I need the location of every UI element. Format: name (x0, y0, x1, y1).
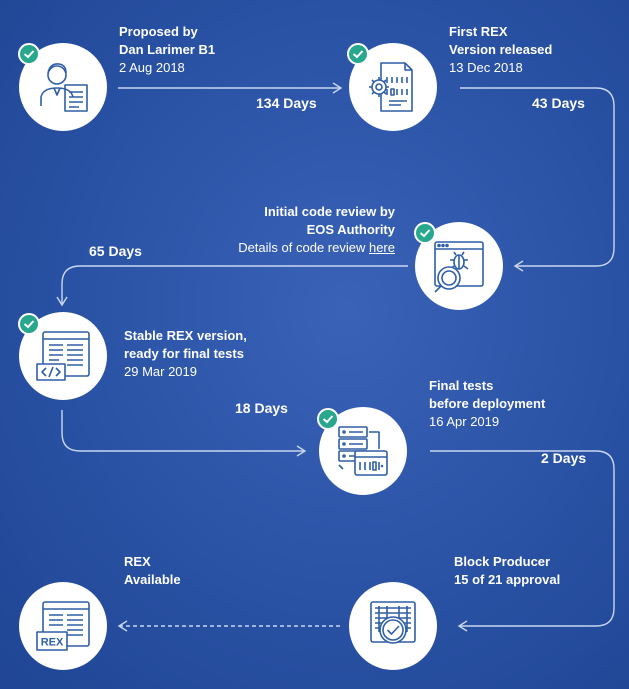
step-7-text: REX Available (124, 553, 181, 589)
step-1-title-2: Dan Larimer B1 (119, 42, 216, 57)
code-window-icon (36, 331, 90, 381)
step-1-text: Proposed by Dan Larimer B1 2 Aug 2018 (119, 23, 215, 77)
step-7-node: REX (19, 582, 107, 670)
user-document-icon (40, 63, 88, 112)
check-icon (414, 222, 436, 244)
step-7-title-1: REX (124, 554, 151, 569)
step-1-title-1: Proposed by (119, 24, 198, 39)
rex-badge: REX (41, 637, 64, 649)
step-6-title-1: Block Producer (454, 554, 551, 569)
step-2-date: 13 Dec 2018 (449, 60, 523, 75)
arrowhead (117, 620, 128, 632)
connector-4-5 (61, 410, 304, 452)
code-review-link[interactable]: here (368, 240, 395, 255)
check-icon (18, 43, 40, 65)
duration-5-6: 2 Days (541, 450, 587, 466)
step-4-title-2: ready for final tests (124, 346, 244, 361)
step-4-date: 29 Mar 2019 (124, 364, 197, 379)
arrowhead (56, 296, 68, 307)
connector-2-3 (460, 87, 615, 267)
step-1-date: 2 Aug 2018 (119, 60, 185, 75)
step-5-title-1: Final tests (429, 378, 494, 393)
step-2-title-1: First REX (449, 24, 508, 39)
step-2-text: First REX Version released 13 Dec 2018 (449, 23, 552, 77)
arrowhead (457, 620, 468, 632)
step-4-title-1: Stable REX version, (124, 328, 247, 343)
rex-window-icon: REX (36, 601, 90, 651)
step-5-title-2: before deployment (429, 396, 546, 411)
step-5-text: Final tests before deployment 16 Apr 201… (429, 377, 545, 431)
step-3-title-2: EOS Authority (306, 222, 395, 237)
step-3-text: Initial code review by EOS Authority Det… (238, 203, 395, 257)
duration-3-4: 65 Days (89, 243, 142, 259)
connector-5-6 (430, 450, 615, 627)
check-icon (18, 313, 40, 335)
duration-1-2: 134 Days (256, 95, 317, 111)
step-6-title-2: 15 of 21 approval (454, 572, 561, 587)
step-6-node (349, 582, 437, 670)
step-6-text: Block Producer 15 of 21 approval (454, 553, 560, 589)
step-3-detail: Details of code review here (238, 239, 395, 257)
check-icon (317, 408, 339, 430)
connector-3-4 (61, 265, 408, 304)
arrowhead (513, 260, 524, 272)
binary-gear-document-icon (369, 62, 413, 112)
step-4-text: Stable REX version, ready for final test… (124, 327, 247, 381)
duration-2-3: 43 Days (532, 95, 585, 111)
approval-document-icon (370, 601, 416, 644)
server-binary-icon (338, 426, 388, 476)
arrowhead (332, 82, 343, 94)
arrowhead (296, 445, 307, 457)
step-3-detail-text: Details of code review (238, 240, 369, 255)
duration-4-5: 18 Days (235, 400, 288, 416)
step-3-title-1: Initial code review by (264, 204, 395, 219)
bug-search-icon (434, 241, 484, 293)
check-icon (347, 43, 369, 65)
step-5-date: 16 Apr 2019 (429, 414, 500, 429)
step-2-title-2: Version released (449, 42, 553, 57)
step-7-title-2: Available (124, 572, 181, 587)
